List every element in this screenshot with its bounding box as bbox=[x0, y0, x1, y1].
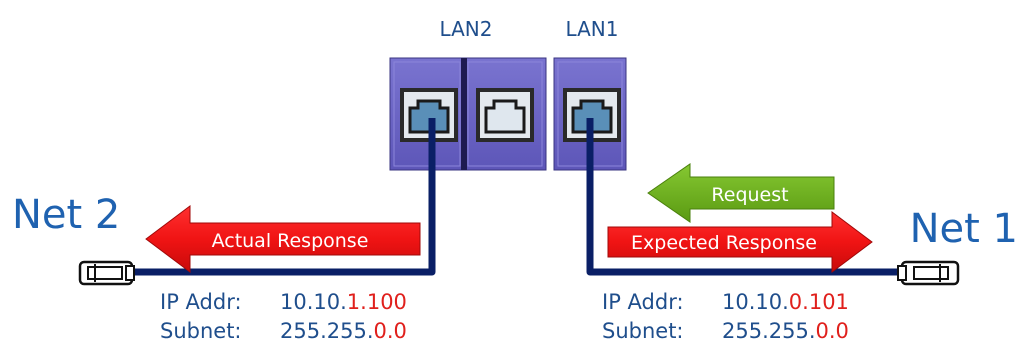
net2-ip-highlight: 1.100 bbox=[347, 290, 407, 314]
lan2-label: LAN2 bbox=[440, 17, 493, 41]
net2-title: Net 2 bbox=[12, 192, 120, 238]
net1-subnet-value: 255.255.0.0 bbox=[722, 319, 849, 343]
lan1-label: LAN1 bbox=[566, 17, 619, 41]
net2-subnet-highlight: 0.0 bbox=[374, 319, 407, 343]
net1-ip-prefix: 10.10. bbox=[722, 290, 789, 314]
expected-response-label: Expected Response bbox=[631, 232, 817, 254]
net1-subnet-label: Subnet: bbox=[602, 319, 684, 343]
net1-title: Net 1 bbox=[910, 206, 1018, 252]
request-arrow: Request bbox=[647, 163, 835, 223]
arrow-icon bbox=[647, 163, 835, 223]
net2-subnet-prefix: 255.255. bbox=[280, 319, 374, 343]
net1-subnet-prefix: 255.255. bbox=[722, 319, 816, 343]
arrow-icon bbox=[607, 211, 873, 273]
net1-cable bbox=[586, 118, 904, 276]
actual-response-label: Actual Response bbox=[212, 230, 369, 252]
expected-response-arrow: Expected Response bbox=[607, 211, 873, 273]
request-label: Request bbox=[711, 184, 788, 206]
net2-ip-value: 10.10.1.100 bbox=[280, 290, 407, 314]
net2-subnet-label: Subnet: bbox=[160, 319, 242, 343]
net1-subnet-highlight: 0.0 bbox=[816, 319, 849, 343]
net2-cable bbox=[132, 118, 436, 276]
net1-ip-value: 10.10.0.101 bbox=[722, 290, 849, 314]
net1-ip-highlight: 0.101 bbox=[789, 290, 849, 314]
arrow-icon bbox=[145, 205, 421, 273]
actual-response-arrow: Actual Response bbox=[145, 205, 421, 273]
net2-ip-prefix: 10.10. bbox=[280, 290, 347, 314]
rj45-plug-icon bbox=[897, 260, 960, 286]
net2-ip-label: IP Addr: bbox=[160, 290, 242, 314]
net2-subnet-value: 255.255.0.0 bbox=[280, 319, 407, 343]
net1-ip-label: IP Addr: bbox=[602, 290, 684, 314]
ethernet-port-icon[interactable] bbox=[476, 88, 534, 142]
rj45-plug-icon bbox=[78, 260, 135, 286]
